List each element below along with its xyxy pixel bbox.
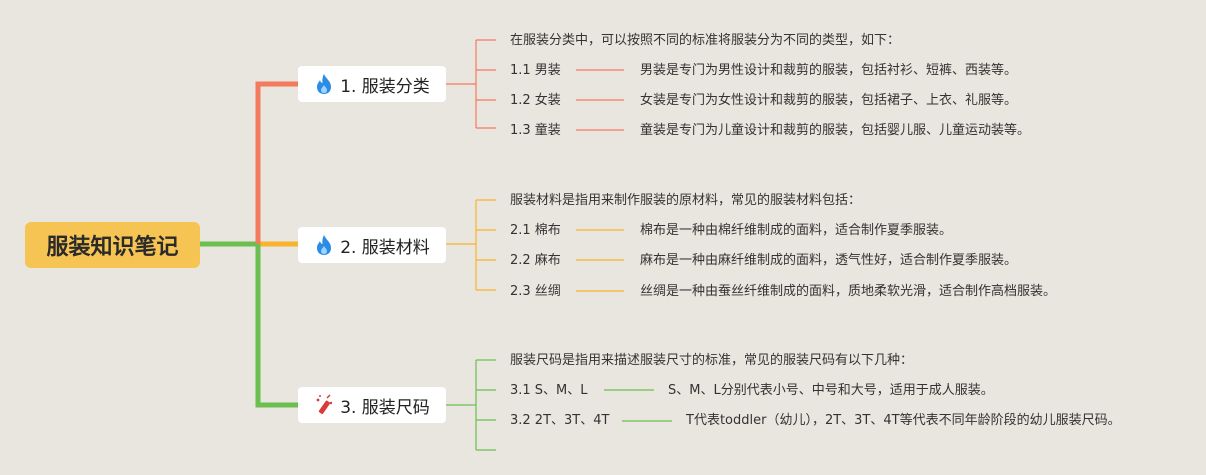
- branch-2-label: 2. 服装材料: [340, 237, 430, 258]
- item-label-1-2: 1.2 女装: [510, 93, 561, 108]
- trunk-to-branch-1: [255, 81, 298, 244]
- item-desc-1-2: 女装是专门为女性设计和裁剪的服装，包括裙子、上衣、礼服等。: [640, 93, 1018, 108]
- root-label: 服装知识笔记: [46, 235, 179, 260]
- item-desc-2-3: 丝绸是一种由蚕丝纤维制成的面料，质地柔软光滑，适合制作高档服装。: [640, 284, 1057, 299]
- branch-node-clothing-categories[interactable]: 1. 服装分类: [298, 66, 446, 102]
- branch-3-intro: 服装尺码是指用来描述服装尺寸的标准，常见的服装尺码有以下几种：: [510, 353, 914, 368]
- item-label-2-3: 2.3 丝绸: [510, 284, 561, 299]
- branch-1-label: 1. 服装分类: [340, 76, 430, 97]
- item-label-2-2: 2.2 麻布: [510, 253, 561, 268]
- item-label-2-1: 2.1 棉布: [510, 223, 561, 238]
- item-desc-1-3: 童装是专门为儿童设计和裁剪的服装，包括婴儿服、儿童运动装等。: [640, 123, 1031, 138]
- firecracker-icon: [314, 394, 334, 416]
- item-desc-1-1: 男装是专门为男性设计和裁剪的服装，包括衬衫、短裤、西装等。: [640, 63, 1018, 78]
- root-node[interactable]: 服装知识笔记: [25, 222, 200, 268]
- item-desc-2-2: 麻布是一种由麻纤维制成的面料，透气性好，适合制作夏季服装。: [640, 253, 1018, 268]
- item-label-3-2: 3.2 2T、3T、4T: [510, 413, 610, 428]
- item-desc-3-2: T代表toddler（幼儿），2T、3T、4T等代表不同年龄阶段的幼儿服装尺码。: [686, 413, 1121, 428]
- branch-node-clothing-sizes[interactable]: 3. 服装尺码: [298, 387, 446, 423]
- branch-3-bracket: [446, 359, 672, 451]
- branch-node-clothing-materials[interactable]: 2. 服装材料: [298, 227, 446, 263]
- item-desc-2-1: 棉布是一种由棉纤维制成的面料，适合制作夏季服装。: [640, 223, 953, 238]
- fire-icon: [314, 73, 334, 95]
- branch-2-bracket: [446, 199, 624, 292]
- branch-1-intro: 在服装分类中，可以按照不同的标准将服装分为不同的类型，如下：: [510, 33, 901, 48]
- branch-3-label: 3. 服装尺码: [340, 397, 430, 418]
- item-label-1-1: 1.1 男装: [510, 63, 561, 78]
- fire-icon: [314, 234, 334, 256]
- item-label-1-3: 1.3 童装: [510, 123, 561, 138]
- branch-1-bracket: [446, 39, 624, 131]
- branch-2-intro: 服装材料是指用来制作服装的原材料，常见的服装材料包括：: [510, 193, 862, 208]
- trunk-to-branch-3: [255, 244, 298, 408]
- item-desc-3-1: S、M、L分别代表小号、中号和大号，适用于成人服装。: [668, 383, 994, 398]
- item-label-3-1: 3.1 S、M、L: [510, 383, 588, 398]
